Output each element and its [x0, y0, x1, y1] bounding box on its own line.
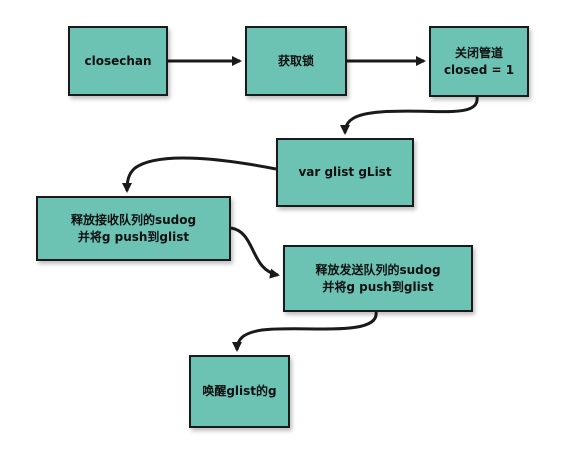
node-var-glist-label: var glist gList — [298, 165, 392, 179]
node-release-send-queue-label: 释放发送队列的sudog 并将g push到glist — [315, 262, 441, 294]
node-acquire-lock: 获取锁 — [245, 26, 347, 96]
edge-release-send-to-wake-glist — [232, 311, 378, 352]
node-close-pipe-label: 关闭管道 closed = 1 — [443, 45, 515, 77]
node-release-recv-queue-label: 释放接收队列的sudog 并将g push到glist — [70, 212, 197, 244]
node-release-send-queue: 释放发送队列的sudog 并将g push到glist — [283, 245, 473, 312]
node-closechan-label: closechan — [84, 53, 152, 68]
node-release-recv-queue: 释放接收队列的sudog 并将g push到glist — [36, 196, 231, 261]
node-wake-glist: 唤醒glist的g — [189, 355, 290, 428]
edge-close-pipe-to-var-glist — [340, 96, 479, 135]
node-close-pipe: 关闭管道 closed = 1 — [429, 26, 529, 97]
node-var-glist: var glist gList — [276, 138, 414, 207]
edge-var-glist-to-release-recv — [122, 156, 277, 193]
node-wake-glist-label: 唤醒glist的g — [202, 384, 277, 398]
node-acquire-lock-label: 获取锁 — [277, 53, 314, 68]
edge-release-recv-to-release-send — [230, 226, 280, 279]
node-closechan: closechan — [68, 26, 168, 96]
